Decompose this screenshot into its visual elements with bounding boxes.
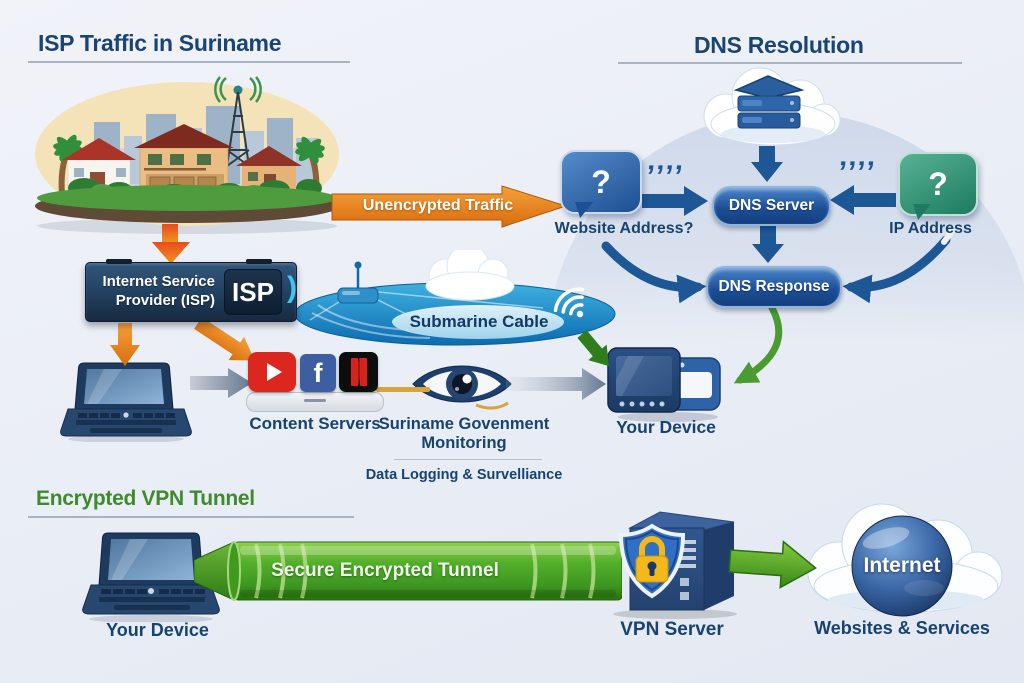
unencrypted-traffic-label: Unencrypted Traffic — [362, 197, 514, 214]
isp-badge-paren: ) — [287, 271, 297, 304]
ip-answer-bubble: ? — [898, 152, 978, 216]
your-device-vpn-label: Your Device — [106, 620, 209, 640]
secure-tunnel-label: Secure Encrypted Tunnel — [271, 560, 499, 581]
padlock-shackle — [639, 536, 665, 559]
isp-box-tab — [106, 259, 132, 264]
cable-waves — [311, 304, 431, 339]
cloud-icon — [425, 250, 515, 301]
buoy-icon — [337, 261, 379, 304]
dns-response-node: DNS Response — [706, 266, 842, 308]
radio-tower-icon — [214, 76, 262, 167]
title-dns-underline — [618, 62, 962, 64]
shield-lock-icon — [618, 523, 686, 599]
cloud-shade — [721, 125, 825, 143]
submarine-cable-label: Submarine Cable — [409, 312, 549, 331]
isp-badge: ISP — [224, 269, 282, 315]
query-marks-right: ’’’’ — [836, 156, 878, 189]
content-servers-label: Content Servers — [249, 414, 381, 433]
vpn-server-icon — [613, 511, 737, 619]
cable-label-backdrop — [392, 305, 564, 339]
arrow-laptop-to-content — [190, 368, 252, 398]
monitoring-divider — [394, 459, 542, 460]
play-icon — [266, 363, 282, 381]
palm-tree-icon — [53, 134, 83, 195]
server-tray — [246, 392, 384, 412]
dns-server-node: DNS Server — [712, 186, 831, 226]
content-servers-group: f — [246, 352, 384, 414]
internet-cloud-icon — [807, 503, 1003, 617]
palm-tree-icon — [295, 136, 325, 197]
website-address-label: Website Address? — [554, 220, 694, 237]
isp-box-label: Internet Service Provider (ISP) — [102, 273, 215, 309]
submarine-cable-illustration — [294, 250, 616, 346]
laptop-icon-vpn — [82, 532, 220, 622]
government-monitoring-label: Suriname Govenment Monitoring — [378, 415, 550, 453]
wifi-icon — [553, 287, 585, 318]
dns-cloud-icon — [703, 67, 841, 146]
surveillance-eye-icon — [412, 365, 512, 410]
question-mark-icon: ? — [591, 163, 611, 200]
server-stack-icon — [733, 75, 805, 129]
vpn-server-label: VPN Server — [620, 619, 724, 640]
suriname-city-illustration — [35, 76, 339, 234]
ip-address-label: IP Address — [889, 220, 972, 237]
server-vents — [676, 540, 696, 600]
laptop-icon — [60, 362, 192, 442]
title-isp-traffic: ISP Traffic in Suriname — [38, 30, 282, 56]
facebook-icon: f — [300, 354, 336, 392]
your-device-icon — [607, 347, 721, 422]
island-grass — [37, 185, 337, 211]
arrow-monitoring-to-device — [506, 368, 606, 400]
title-isp-underline — [28, 61, 350, 63]
title-vpn-tunnel: Encrypted VPN Tunnel — [36, 487, 255, 510]
question-mark-icon: ? — [928, 165, 948, 202]
pipe-rings — [254, 543, 596, 599]
website-question-bubble: ? — [560, 150, 642, 214]
netflix-icon — [339, 352, 378, 392]
data-logging-label: Data Logging & Survelliance — [365, 467, 563, 483]
server-tray-slot — [304, 399, 326, 402]
isp-box: Internet Service Provider (ISP) ISP ) — [85, 259, 297, 322]
title-vpn-underline — [28, 516, 354, 518]
title-dns-resolution: DNS Resolution — [694, 32, 864, 58]
query-marks-left: ’’’’ — [644, 160, 686, 193]
websites-services-label: Websites & Services — [814, 618, 990, 638]
your-device-label: Your Device — [616, 417, 716, 437]
vpn-tunnel-pipe — [194, 541, 622, 601]
globe-icon — [851, 515, 953, 617]
isp-box-tab — [246, 259, 272, 264]
youtube-icon — [248, 352, 296, 392]
internet-globe-label: Internet — [863, 554, 941, 577]
